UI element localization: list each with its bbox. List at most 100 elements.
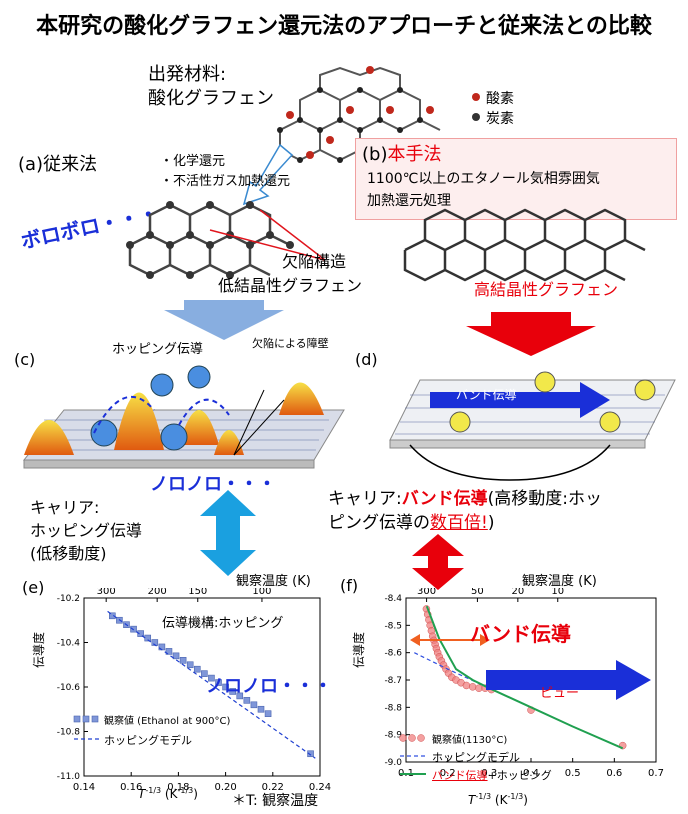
f-legend-band: バンド伝導+ホッピング xyxy=(432,767,552,783)
y-tick-label: -8.7 xyxy=(384,676,402,686)
data-point xyxy=(462,681,471,690)
y-tick-label: -11.0 xyxy=(57,772,81,782)
atom-legend-dots xyxy=(472,93,480,121)
legend-swatch-point xyxy=(91,715,99,723)
conventional-label: (a)従来法 xyxy=(18,154,98,175)
f-xlabel-sup: -1/3 xyxy=(475,792,492,801)
carrier-band-d: バンド伝導 xyxy=(401,489,488,509)
data-point xyxy=(151,639,159,646)
top-tick-label: 300 xyxy=(417,588,436,597)
carrier-prefix-d: キャリア: xyxy=(328,489,402,509)
conventional-method-2: ・不活性ガス加熱還元 xyxy=(160,174,291,189)
data-point xyxy=(475,684,483,692)
e-xlabel-close: ) xyxy=(193,787,198,801)
data-point xyxy=(179,657,187,664)
top-tick-label: 20 xyxy=(511,588,524,597)
legend-swatch-point xyxy=(408,734,416,742)
y-tick-label: -10.2 xyxy=(57,594,80,604)
e-legend-obs: 観察値 (Ethanol at 900°C) xyxy=(104,716,231,727)
f-xlabel-unit: (K xyxy=(491,793,508,807)
data-point xyxy=(307,750,314,758)
legend-swatch-point xyxy=(73,715,81,723)
f-legend-band-text: バンド伝導 xyxy=(432,769,488,782)
y-tick-label: -9.0 xyxy=(384,758,402,768)
f-ylabel: 伝導度 xyxy=(352,631,366,668)
hollow-arrow-conventional xyxy=(242,143,294,206)
x-tick-label: 0.7 xyxy=(648,768,664,779)
data-point xyxy=(109,612,116,620)
page-title: 本研究の酸化グラフェン還元法のアプローチと従来法との比較 xyxy=(36,14,652,39)
e-top-axis-label: 観察温度 (K) xyxy=(236,574,311,589)
data-point xyxy=(243,697,251,704)
x-tick-label: 0.18 xyxy=(167,782,189,793)
x-tick-label: 0.2 xyxy=(440,768,456,779)
carrier-highlight-d: 数百倍! xyxy=(430,513,488,533)
e-legend-model: ホッピングモデル xyxy=(104,734,192,747)
top-tick-label: 150 xyxy=(188,588,207,597)
legend-swatch-point xyxy=(82,715,90,723)
carrier-line2-prefix-d: ピング伝導の xyxy=(328,513,430,533)
band-label-d: バンド伝導 xyxy=(456,388,517,402)
hopping-illustration xyxy=(22,365,345,469)
legend-swatch-point xyxy=(417,734,425,742)
carrier-label-c: キャリア: xyxy=(30,498,100,517)
data-point xyxy=(257,705,265,713)
e-xlabel: T-1/3 (K-1/3) xyxy=(138,786,198,801)
data-point xyxy=(215,679,222,686)
low-crystallinity-label: 低結晶性グラフェン xyxy=(218,276,363,295)
double-arrow-red xyxy=(412,534,464,590)
f-legend-model: ホッピングモデル xyxy=(432,751,520,764)
pyu-arrow xyxy=(486,660,651,700)
y-tick-label: -8.8 xyxy=(384,703,402,713)
y-tick-label: -10.6 xyxy=(57,683,81,693)
data-point xyxy=(201,670,208,677)
carbon-legend: 炭素 xyxy=(486,111,514,127)
f-top-axis-label: 観察温度 (K) xyxy=(522,574,597,589)
top-tick-label: 10 xyxy=(551,588,564,597)
proposed-label: (b)本手法 xyxy=(362,140,441,166)
y-tick-label: -10.4 xyxy=(57,639,81,649)
noro-noro-e: ノロノロ・・・ xyxy=(206,676,332,697)
hopping-title: ホッピング伝導 xyxy=(112,342,204,357)
double-arrow-blue xyxy=(200,490,256,576)
down-arrow-conventional xyxy=(164,300,284,340)
legend-swatch-point xyxy=(399,734,407,742)
e-xlabel-sup: -1/3 xyxy=(145,786,162,795)
panel-e-label: (e) xyxy=(22,578,45,597)
chart-f: 0.10.20.30.40.50.60.7-8.4-8.5-8.6-8.7-8.… xyxy=(384,588,664,779)
x-tick-label: 0.4 xyxy=(523,768,539,779)
data-point xyxy=(236,692,244,700)
defect-label: 欠陥構造 xyxy=(282,252,347,271)
x-tick-label: 0.14 xyxy=(73,782,95,793)
x-tick-label: 0.24 xyxy=(309,782,331,793)
panel-f-label: (f) xyxy=(340,576,359,595)
conventional-method-1: ・化学還元 xyxy=(160,154,226,169)
data-point xyxy=(165,648,173,655)
top-tick-label: 50 xyxy=(471,588,484,597)
f-legend-band-suffix: +ホッピング xyxy=(487,769,552,782)
high-crystallinity-label: 高結晶性グラフェン xyxy=(474,280,619,299)
noro-noro-c: ノロノロ・・・ xyxy=(150,474,276,495)
top-tick-label: 300 xyxy=(97,588,116,597)
band-range-arrowhead-right xyxy=(480,634,490,646)
x-tick-label: 0.20 xyxy=(214,782,236,793)
proposed-label-prefix: (b) xyxy=(362,144,388,165)
carrier-rest-d: (高移動度:ホッ xyxy=(487,489,602,509)
e-mechanism-label: 伝導機構:ホッピング xyxy=(162,616,284,631)
carrier-mobility-c: (低移動度) xyxy=(30,544,107,563)
panel-d-label: (d) xyxy=(355,350,378,369)
e-ylabel: 伝導度 xyxy=(32,631,46,668)
band-range-arrowhead-left xyxy=(410,634,420,646)
f-pyu-label: ピュー xyxy=(540,686,580,701)
crystalline-graphene-illustration xyxy=(403,208,646,282)
top-tick-label: 100 xyxy=(252,588,271,597)
x-tick-label: 0.16 xyxy=(120,782,142,793)
oxygen-dot xyxy=(472,93,480,101)
y-tick-label: -8.9 xyxy=(384,731,402,741)
x-tick-label: 0.5 xyxy=(565,768,581,779)
band-conduction-illustration xyxy=(389,371,676,449)
y-tick-label: -10.8 xyxy=(57,728,81,738)
data-point xyxy=(468,683,477,691)
carbon-dot xyxy=(472,113,480,121)
